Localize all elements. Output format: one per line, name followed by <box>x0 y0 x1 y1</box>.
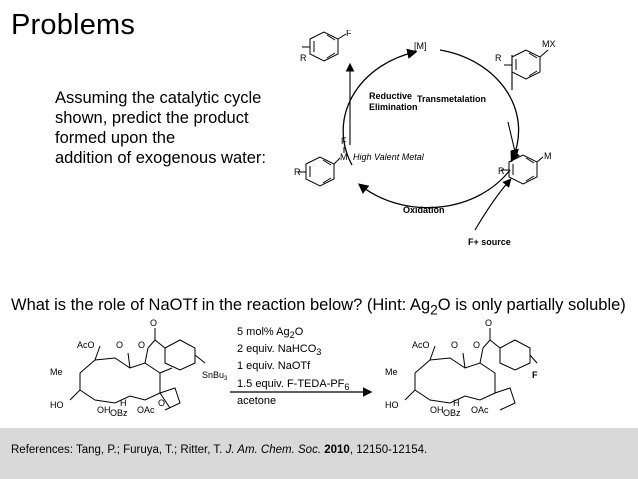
h-label: H <box>120 398 127 408</box>
o-label: O <box>451 340 458 350</box>
subscript: 2 <box>430 302 438 318</box>
me-label: Me <box>385 367 398 377</box>
question-line: shown, predict the product <box>55 109 249 127</box>
f-label: F <box>346 30 352 38</box>
high-valent-metal-label: High Valent Metal <box>353 152 425 162</box>
question-catalytic-cycle: Assuming the catalytic cycle shown, pred… <box>55 88 305 168</box>
aco-label: AcO <box>77 340 95 350</box>
oxidation-label: Oxidation <box>403 205 445 215</box>
oh-label: OH <box>97 405 111 415</box>
oac-label: OAc <box>471 405 489 415</box>
aryl-mx-structure <box>504 49 549 80</box>
solvent-label: acetone <box>237 395 277 407</box>
me-label: Me <box>50 367 63 377</box>
cycle-arrow-reductive-elimination <box>342 48 418 166</box>
r-label: R <box>498 166 505 176</box>
snbu3-label: SnBu3 <box>202 370 228 382</box>
question-naotf: What is the role of NaOTf in the reactio… <box>11 296 626 317</box>
o-label: O <box>116 340 123 350</box>
condition-line: 1 equiv. NaOTf <box>237 360 311 373</box>
o-label: O <box>158 398 165 408</box>
ho-label: HO <box>385 400 399 410</box>
reaction-conditions: 5 mol% Ag2O 2 equiv. NaHCO3 1 equiv. NaO… <box>237 325 349 394</box>
aco-label: AcO <box>412 340 430 350</box>
question-text: O is only partially soluble) <box>437 296 626 314</box>
slide-title: Problems <box>11 9 136 41</box>
ho-label: HO <box>50 400 64 410</box>
high-valent-metal-structure <box>298 147 345 187</box>
references-bar: References: Tang, P.; Furuya, T.; Ritter… <box>0 428 638 479</box>
r-label: R <box>300 53 307 63</box>
aryl-metal-structure <box>501 154 544 185</box>
starting-material-structure <box>69 328 206 411</box>
r-label: R <box>495 53 502 63</box>
o-label: O <box>138 340 145 350</box>
condition-line: 1.5 equiv. F-TEDA-PF6 <box>237 377 350 392</box>
reductive-elimination-label: Elimination <box>369 102 418 112</box>
oh-label: OH <box>430 405 444 415</box>
question-line: addition of exogenous water: <box>55 149 266 167</box>
f-source-label: F+ source <box>468 237 511 247</box>
m-label: M <box>340 152 348 162</box>
oac-label: OAc <box>137 405 155 415</box>
question-line: formed upon the <box>55 129 176 147</box>
cycle-arrow-transmetalation <box>439 49 520 163</box>
o-label: O <box>485 318 492 328</box>
aryl-fluoride-structure <box>302 31 347 62</box>
references-text: References: Tang, P.; Furuya, T.; Ritter… <box>11 444 428 456</box>
arrow-enter-arylmetal <box>507 121 519 159</box>
reaction-scheme: AcO O O O SnBu3 Me HO OH H OBz OAc O AcO… <box>50 318 538 418</box>
question-text: What is the role of NaOTf in the reactio… <box>11 296 431 314</box>
obz-label: OBz <box>110 408 128 418</box>
o-label: O <box>150 318 157 328</box>
mx-label: MX <box>542 39 556 49</box>
condition-line: 2 equiv. NaHCO3 <box>237 343 322 358</box>
product-structure <box>404 328 538 411</box>
question-line: Assuming the catalytic cycle <box>55 89 262 107</box>
cycle-arrow-oxidation <box>357 169 511 209</box>
h-label: H <box>453 398 460 408</box>
r-label: R <box>294 167 301 177</box>
metal-catalyst-label: [M] <box>414 41 427 51</box>
obz-label: OBz <box>443 408 461 418</box>
f-label: F <box>532 370 538 380</box>
reductive-elimination-label: Reductive <box>369 91 412 101</box>
f-label: F <box>341 136 347 146</box>
arrow-f-source <box>474 178 512 231</box>
condition-line: 5 mol% Ag2O <box>237 326 304 341</box>
m-label: M <box>544 151 552 161</box>
catalytic-cycle-diagram: R F R MX R F M R M [M] Reductive Elimina… <box>294 30 556 247</box>
o-label: O <box>473 340 480 350</box>
transmetalation-label: Transmetalation <box>417 94 486 104</box>
